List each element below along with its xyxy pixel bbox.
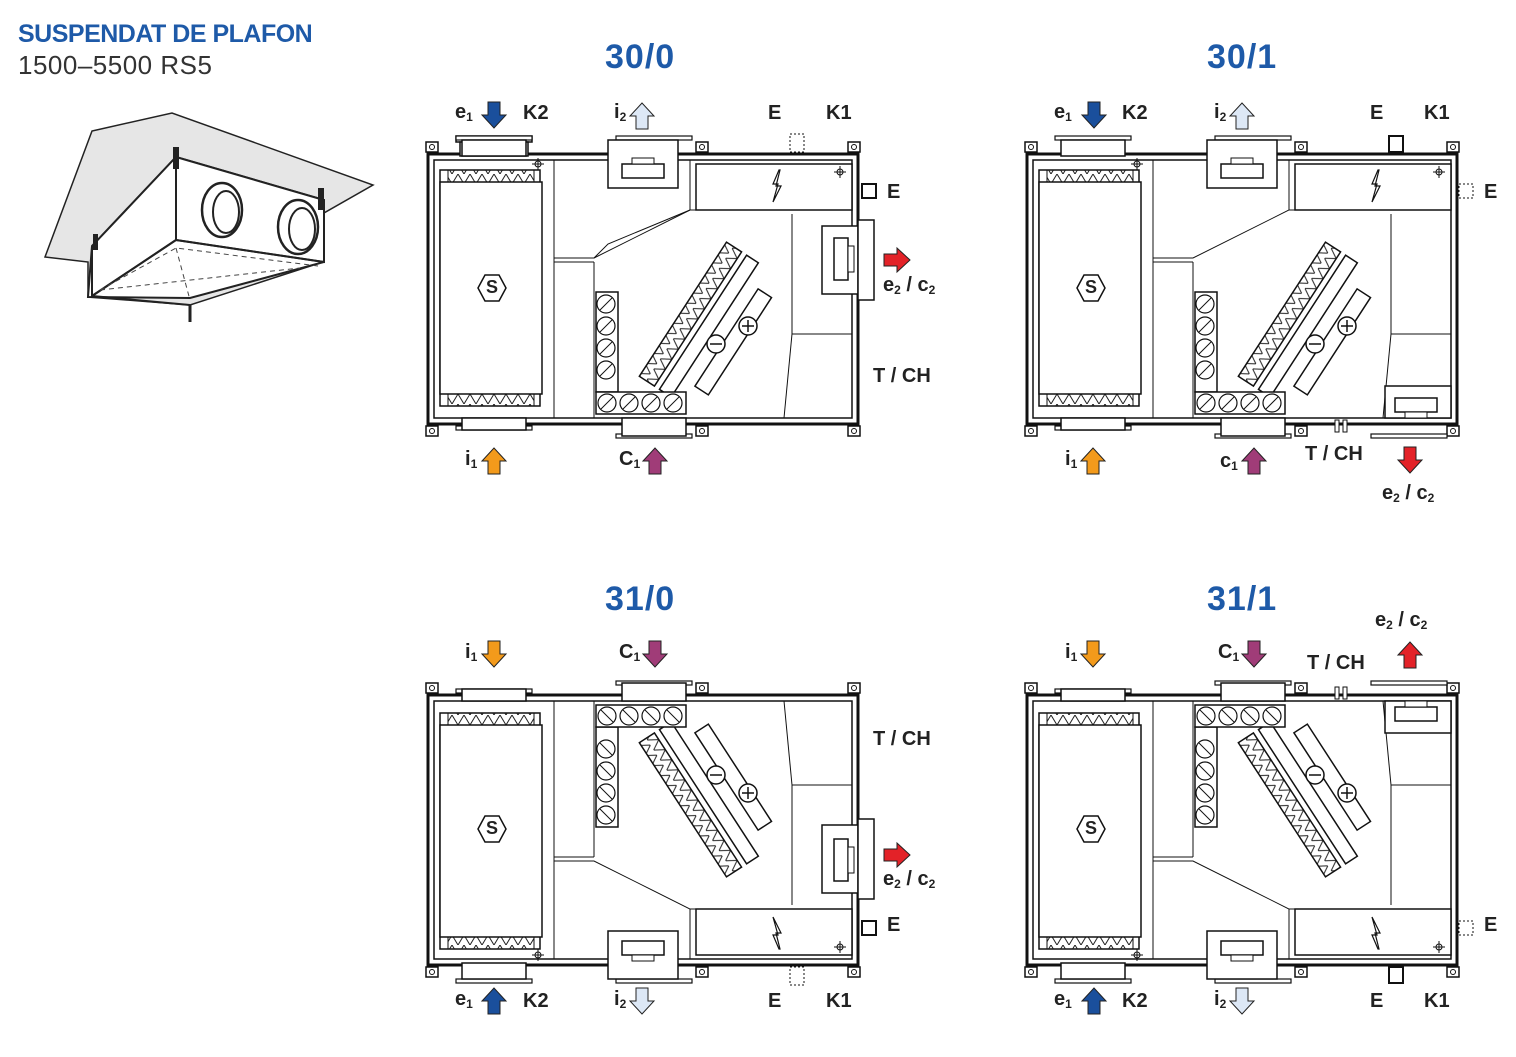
- config-title-31-1: 31/1: [1207, 580, 1278, 618]
- label-e2-c2: e2 / c2: [883, 274, 936, 297]
- label-i2: i2: [614, 101, 627, 124]
- arrow-e1-in-icon: [481, 101, 507, 129]
- unit-diagram-30-1: [1023, 135, 1474, 439]
- label-e-bottom: E: [768, 990, 782, 1012]
- header-subtitle: 1500–5500 RS5: [18, 50, 213, 80]
- arrow-e2-out-icon: [1397, 446, 1423, 474]
- arrow-i2-out-icon: [1229, 102, 1255, 130]
- filter-s-label: S: [1085, 277, 1098, 297]
- header-title: SUSPENDAT DE PLAFON: [18, 20, 313, 48]
- arrow-c1-in-icon: [1241, 447, 1267, 475]
- label-e2-c2: e2 / c2: [1382, 482, 1435, 505]
- label-i1: i1: [1065, 448, 1078, 471]
- label-drain: T / CH: [873, 365, 931, 387]
- label-c1: C1: [619, 641, 641, 664]
- arrow-i1-in-icon: [481, 640, 507, 668]
- label-drain: T / CH: [1305, 443, 1363, 465]
- arrow-c1-in-icon: [1241, 640, 1267, 668]
- label-i2: i2: [614, 988, 627, 1011]
- label-e1: e1: [1054, 101, 1072, 124]
- label-e-side: E: [887, 914, 901, 936]
- arrow-e1-in-icon: [1081, 987, 1107, 1015]
- filter-s-label: S: [486, 818, 499, 838]
- label-e1: e1: [455, 988, 473, 1011]
- label-k1: K1: [826, 990, 852, 1012]
- label-e1: e1: [1054, 988, 1072, 1011]
- label-i1: i1: [1065, 641, 1078, 664]
- filter-s-label: S: [486, 277, 499, 297]
- arrow-i1-in-icon: [481, 447, 507, 475]
- arrow-i1-in-icon: [1080, 447, 1106, 475]
- arrow-e2-out-icon: [883, 842, 911, 868]
- arrow-i1-in-icon: [1080, 640, 1106, 668]
- label-e-side: E: [1484, 181, 1498, 203]
- config-title-31-0: 31/0: [605, 580, 676, 618]
- arrow-c1-in-icon: [642, 640, 668, 668]
- label-i2: i2: [1214, 988, 1227, 1011]
- unit-isometric-illustration: [43, 112, 375, 322]
- arrow-i2-out-icon: [629, 102, 655, 130]
- unit-diagram-31-0: [424, 680, 877, 986]
- label-k2: K2: [1122, 990, 1148, 1012]
- label-drain: T / CH: [873, 728, 931, 750]
- label-i1: i1: [465, 448, 478, 471]
- label-c1: C1: [619, 448, 641, 471]
- label-k2: K2: [1122, 102, 1148, 124]
- label-e-top: E: [1370, 102, 1384, 124]
- arrow-i2-out-icon: [629, 987, 655, 1015]
- config-title-30-0: 30/0: [605, 38, 676, 76]
- arrow-e1-in-icon: [1081, 101, 1107, 129]
- label-k2: K2: [523, 102, 549, 124]
- label-drain: T / CH: [1307, 652, 1365, 674]
- label-c1: C1: [1218, 641, 1240, 664]
- label-i1: i1: [465, 641, 478, 664]
- arrow-e1-in-icon: [481, 987, 507, 1015]
- label-e-side: E: [1484, 914, 1498, 936]
- label-k1: K1: [1424, 990, 1450, 1012]
- config-title-30-1: 30/1: [1207, 38, 1278, 76]
- label-e2-c2: e2 / c2: [883, 868, 936, 891]
- unit-diagram-30-0: [424, 133, 877, 439]
- arrow-i2-out-icon: [1229, 987, 1255, 1015]
- unit-diagram-31-1: [1023, 680, 1474, 984]
- label-i2: i2: [1214, 101, 1227, 124]
- label-e-side: E: [887, 181, 901, 203]
- label-e2-c2: e2 / c2: [1375, 609, 1428, 632]
- label-e-top: E: [768, 102, 782, 124]
- label-k2: K2: [523, 990, 549, 1012]
- label-c1: c1: [1220, 450, 1238, 473]
- label-e1: e1: [455, 101, 473, 124]
- arrow-c1-in-icon: [642, 447, 668, 475]
- label-e-bottom: E: [1370, 990, 1384, 1012]
- filter-s-label: S: [1085, 818, 1098, 838]
- arrow-e2-out-icon: [1397, 641, 1423, 669]
- arrow-e2-out-icon: [883, 247, 911, 273]
- label-k1: K1: [1424, 102, 1450, 124]
- label-k1: K1: [826, 102, 852, 124]
